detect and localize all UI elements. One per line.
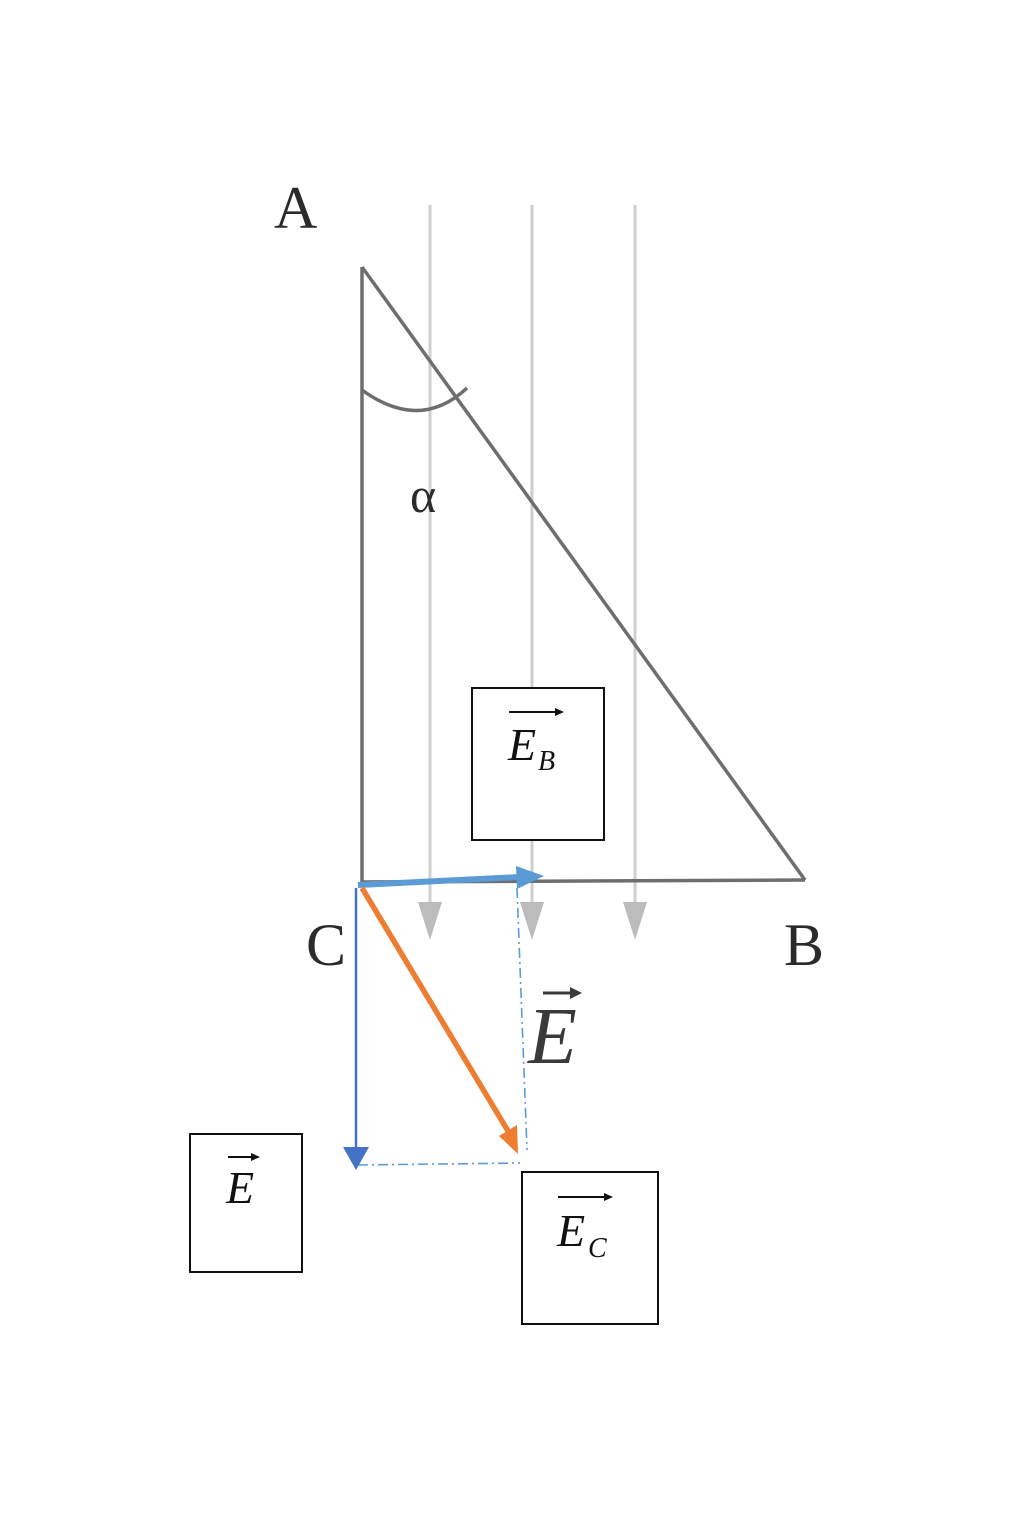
label-box-e-b: E B [471, 687, 605, 841]
projection-lines [357, 887, 528, 1166]
arrowhead-icon [516, 866, 544, 889]
vectors [343, 866, 544, 1170]
field-vector-label: E [527, 987, 582, 1081]
label-box-e-c: E C [521, 1171, 659, 1325]
angle-arc [360, 386, 469, 413]
label-box-main-text: E [507, 719, 536, 770]
angle-label: α [410, 467, 436, 523]
label-box-subscript: B [538, 746, 555, 777]
point-label-a: A [274, 175, 317, 241]
point-label-b: B [784, 912, 824, 978]
down-arrow-icon [623, 902, 647, 940]
point-label-c: C [306, 912, 346, 978]
triangle-abc [360, 265, 807, 884]
field-label-text: E [527, 993, 577, 1081]
projection-line-vertical [516, 887, 528, 1151]
arrowhead-icon [570, 987, 582, 999]
arrowhead-icon [343, 1147, 369, 1170]
label-box-main-text: E [556, 1205, 585, 1256]
down-arrow-icon [520, 902, 544, 940]
field-lines [418, 205, 647, 940]
arrowhead-icon [251, 1153, 260, 1161]
label-box-subscript: C [588, 1233, 607, 1264]
vector-e-b-shaft [357, 874, 521, 888]
arrowhead-icon [604, 1193, 613, 1201]
arrowhead-icon [555, 708, 564, 716]
side-ab [360, 265, 807, 882]
vector-e-c-shaft [359, 886, 511, 1133]
label-box-frame [471, 687, 605, 841]
down-arrow-icon [418, 902, 442, 940]
label-box-main-text: E [225, 1162, 254, 1213]
label-box-e: E [189, 1133, 303, 1273]
arrowhead-icon [499, 1125, 518, 1154]
projection-line-horizontal [357, 1162, 521, 1166]
